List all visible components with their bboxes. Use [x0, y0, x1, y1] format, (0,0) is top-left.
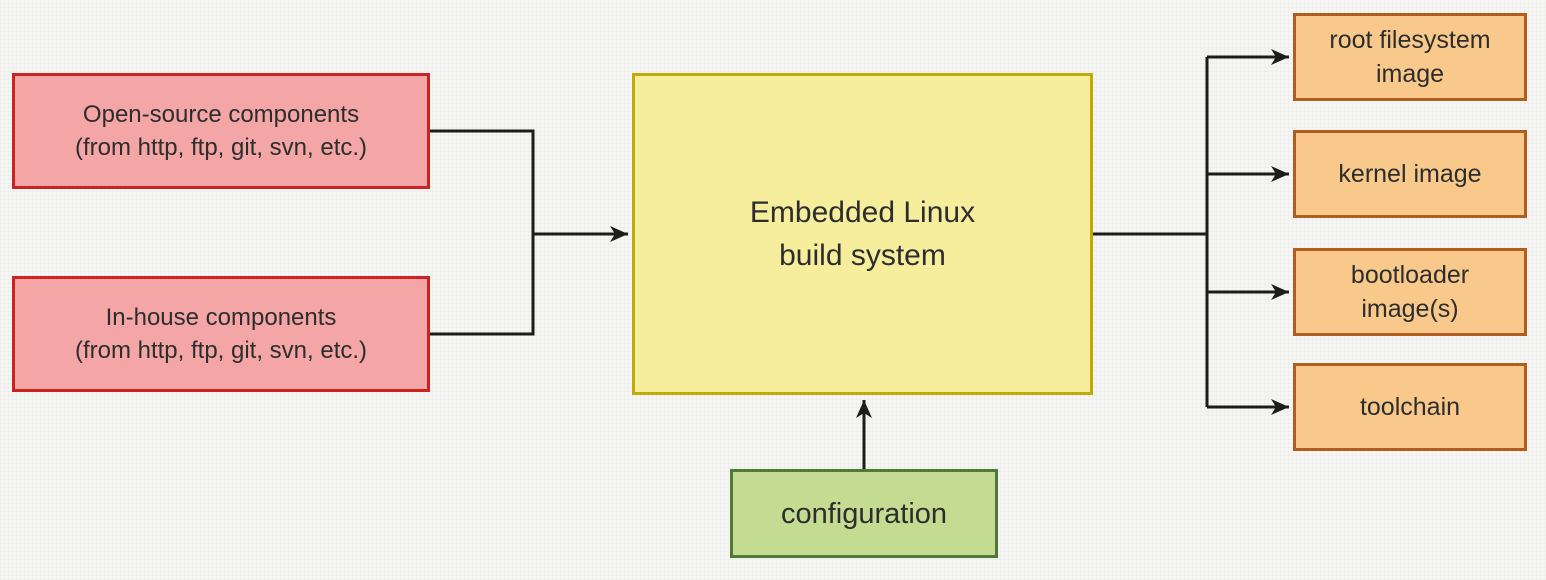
- node-label-line: root filesystem: [1329, 26, 1491, 54]
- node-label-line: In-house components: [105, 304, 337, 331]
- node-root-filesystem-image: root filesystem image: [1293, 13, 1527, 101]
- node-toolchain: toolchain: [1293, 363, 1527, 451]
- node-label-line: configuration: [780, 497, 948, 530]
- node-label-line: toolchain: [1359, 393, 1461, 421]
- node-embedded-linux-build-system: Embedded Linux build system: [632, 73, 1093, 395]
- node-label-line: Open-source components: [82, 101, 360, 128]
- node-label-line: kernel image: [1338, 160, 1482, 188]
- node-label-line: (from http, ftp, git, svn, etc.): [74, 134, 368, 161]
- node-kernel-image: kernel image: [1293, 130, 1527, 218]
- node-label-line: image(s): [1361, 295, 1459, 323]
- node-open-source-components: Open-source components (from http, ftp, …: [12, 73, 430, 189]
- node-label-line: (from http, ftp, git, svn, etc.): [74, 337, 368, 364]
- node-label-line: bootloader: [1350, 261, 1470, 289]
- node-label-line: Embedded Linux: [749, 196, 976, 229]
- node-configuration: configuration: [730, 469, 998, 558]
- node-label-line: build system: [779, 239, 946, 272]
- wire-sources-junction: [430, 129, 535, 336]
- node-in-house-components: In-house components (from http, ftp, git…: [12, 276, 430, 392]
- node-label-line: image: [1375, 60, 1445, 88]
- node-bootloader-images: bootloader image(s): [1293, 248, 1527, 336]
